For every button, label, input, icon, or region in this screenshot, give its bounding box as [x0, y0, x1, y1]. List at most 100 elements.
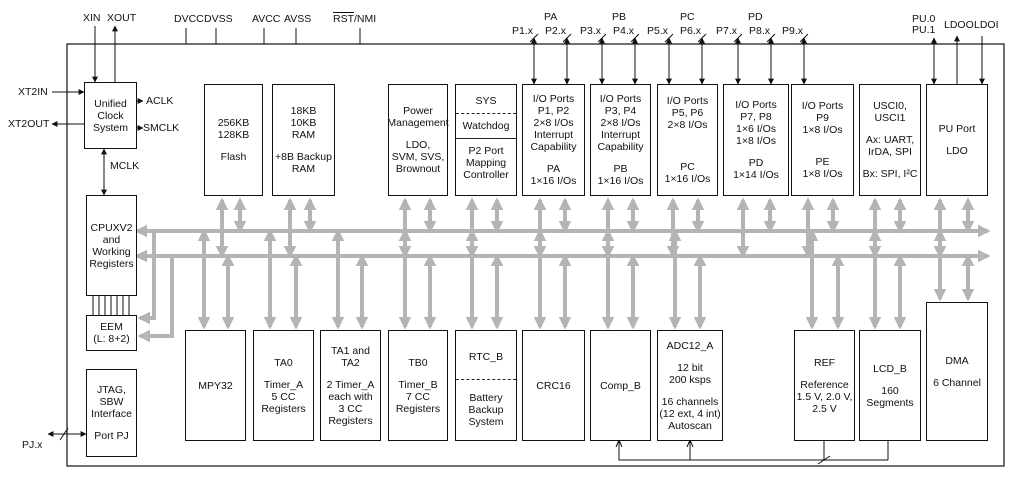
block-text-line: CPUXV2	[90, 221, 133, 234]
block-text-line: 18KB	[290, 105, 317, 117]
block-text-line: 160	[881, 384, 899, 397]
block-text-line: Interface	[91, 408, 132, 420]
pu1-label: PU.1	[912, 24, 936, 36]
avss-label: AVSS	[284, 13, 312, 25]
block-text-line: 5 CC	[271, 390, 296, 403]
block-text-line: Bx: SPI, I²C	[862, 168, 918, 180]
port-pin-label: P5.x	[647, 25, 669, 37]
block-text-line: 1×14 I/Os	[733, 169, 779, 181]
block-text-line: TA0	[274, 356, 293, 369]
block-text-line: I/O Ports	[532, 93, 575, 105]
pu0-label: PU.0	[912, 13, 936, 25]
block-text-line: P1, P2	[537, 105, 570, 117]
ldoo-label: LDOO	[944, 19, 974, 31]
bus-width-tick	[799, 33, 809, 43]
block-text-line: PD	[748, 157, 764, 169]
bus-width-tick	[664, 33, 674, 43]
block-text-line: Reference	[800, 378, 849, 391]
top-pins	[47, 25, 985, 465]
block-text-line: Comp_B	[600, 379, 641, 392]
block-text-line: Registers	[89, 257, 134, 270]
block-text-line: 1.5 V, 2.0 V,	[796, 390, 853, 403]
block-text-line: EEM	[100, 321, 123, 333]
block-text-line: USCI0,	[873, 100, 907, 112]
pj-label: PJ.x	[22, 439, 43, 451]
block-text-line: SBW	[99, 396, 124, 408]
block-text-line: I/O Ports	[666, 95, 709, 107]
block-text-line: Timer_A	[263, 378, 304, 391]
block-text-line: PC	[680, 161, 695, 173]
aclk-label: ACLK	[146, 95, 174, 107]
port-pin-label: P2.x	[545, 25, 567, 37]
port-group-label: PA	[544, 11, 558, 23]
divider	[456, 138, 516, 139]
block-text-line: 200 ksps	[668, 373, 712, 386]
block-text-line: Interrupt	[600, 129, 641, 141]
bus-width-tick	[766, 33, 776, 43]
block-text-line: P9	[816, 112, 829, 124]
block-text-line: +8B Backup	[275, 151, 332, 163]
block-text-line: 2×8 I/Os	[600, 117, 641, 129]
block-text-line: Power	[403, 105, 433, 117]
block-text-line: and	[102, 233, 121, 246]
block-text-line: Unified	[94, 97, 127, 110]
block-text-line: 1×6 I/Os	[736, 123, 776, 135]
port-pin-label: P4.x	[613, 25, 635, 37]
port-group-label: PC	[680, 11, 695, 23]
block-text-line: Timer_B	[398, 378, 438, 391]
block-text-line: PE	[815, 156, 830, 168]
block-text-line: Management	[387, 117, 449, 129]
block-text-line: P2 Port	[468, 145, 504, 157]
nmi-label: /NMI	[354, 13, 377, 25]
block-text-line: P5, P6	[671, 107, 704, 119]
block-text-line: LDO	[946, 145, 968, 157]
block-text-line: 256KB	[217, 117, 250, 129]
block-text-line: PU Port	[938, 123, 976, 135]
block-text-line: USCI1	[874, 112, 906, 124]
block-text-line: Capability	[597, 141, 644, 153]
block-text-line: 3 CC	[338, 402, 363, 415]
eem-block: EEM(L: 8+2)	[86, 315, 137, 351]
block-text-line: 1×16 I/Os	[530, 175, 577, 187]
xt2in-label: XT2IN	[18, 86, 48, 98]
port-pin-label: P7.x	[716, 25, 738, 37]
xin-label: XIN	[83, 12, 101, 24]
bus-width-tick	[733, 33, 743, 43]
xt2out-label: XT2OUT	[8, 118, 50, 130]
block-text-line: (12 ext, 4 int)	[659, 407, 721, 420]
block-text-line: DMA	[945, 354, 969, 367]
mpy32-block: MPY32	[185, 330, 246, 441]
block-text-line: IrDA, SPI	[868, 146, 912, 158]
block-text-line: 1×8 I/Os	[802, 168, 843, 180]
block-text-line: Battery	[469, 392, 503, 404]
ldoi-label: LDOI	[974, 19, 999, 31]
block-text-line: 10KB	[290, 117, 317, 129]
port-pin-label: P3.x	[580, 25, 602, 37]
block-text-line: Flash	[220, 151, 247, 163]
block-text-line: P3, P4	[604, 105, 637, 117]
dvss-label: DVSS	[204, 13, 233, 25]
block-text-line: 1×8 I/Os	[802, 124, 843, 136]
block-text-line: 2 Timer_A	[326, 378, 375, 391]
port-pin-label: P1.x	[512, 25, 534, 37]
port-pin-label: P8.x	[749, 25, 771, 37]
rst-label: RST	[333, 13, 354, 25]
bus-width-tick	[697, 33, 707, 43]
block-text-line: LCD_B	[873, 362, 907, 375]
port-pin-label: P9.x	[782, 25, 804, 37]
port-group-label: PD	[748, 11, 763, 23]
block-text-line: SYS	[475, 95, 497, 107]
block-text-line: Port PJ	[94, 430, 129, 442]
